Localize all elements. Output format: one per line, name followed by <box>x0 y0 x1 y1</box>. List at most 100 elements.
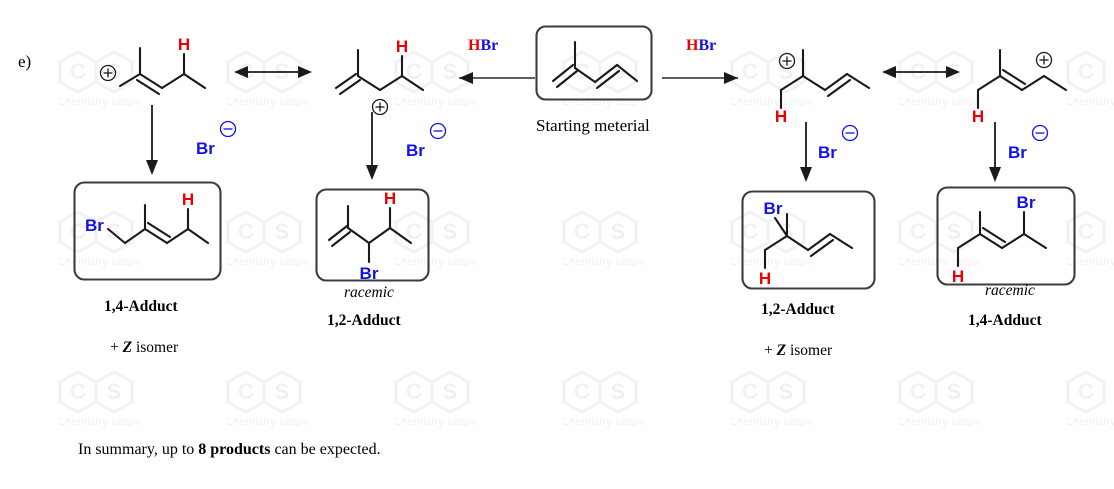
down-arrow-glyph <box>366 112 378 180</box>
cation-1-structure: H <box>99 35 207 96</box>
svg-text:S: S <box>107 379 122 404</box>
arrowhead-icon <box>234 66 248 78</box>
svg-text:C: C <box>1078 219 1094 244</box>
atom-br-label: Br <box>1017 193 1036 212</box>
atom-br-label: Br <box>85 216 104 235</box>
br-anion-3-glyph: Br <box>818 124 859 162</box>
starting-material-label: Starting meterial <box>536 116 650 135</box>
svg-text:S: S <box>611 219 626 244</box>
watermark-label: Chemistry Steps <box>226 96 308 108</box>
br-anion-1-glyph: Br <box>196 120 237 158</box>
atom-h-label: H <box>972 107 984 126</box>
hbr-h-atom: H <box>468 37 481 54</box>
plus-charge-icon <box>778 52 796 70</box>
reaction-arrow-left <box>443 68 538 93</box>
plus-charge-icon <box>371 98 389 116</box>
svg-text:S: S <box>443 379 458 404</box>
watermark-label: Chemistry Steps <box>394 96 476 108</box>
svg-text:S: S <box>443 219 458 244</box>
atom-br-label: Br <box>406 141 425 160</box>
minus-charge-icon <box>841 124 859 142</box>
watermark-label: Chemistry Steps <box>562 256 644 268</box>
svg-text:C: C <box>742 59 758 84</box>
arrowhead-icon <box>882 66 896 78</box>
product-box-1: Br H <box>73 181 222 286</box>
nucleophile-arrow-1 <box>142 105 162 182</box>
bond-lines <box>956 210 1048 268</box>
intermediate-cation-4: H <box>950 28 1095 126</box>
arrow-left-glyph <box>459 72 535 84</box>
svg-text:C: C <box>910 379 926 404</box>
summary-highlight: 8 products <box>198 441 271 458</box>
svg-text:C: C <box>574 59 590 84</box>
watermark-label: Chemistry Steps <box>1066 416 1114 428</box>
structure-frame <box>535 25 653 101</box>
intermediate-cation-3: H <box>757 28 897 126</box>
atom-h-label: H <box>759 269 771 288</box>
structure-frame <box>73 181 222 281</box>
atom-h-label: H <box>952 267 964 286</box>
plus-charge-icon <box>99 64 117 82</box>
product-box-4: Br H <box>936 186 1076 291</box>
nucleophile-br-anion-3: Br <box>818 122 864 169</box>
starting-material-structure <box>535 25 653 101</box>
bond-lines <box>327 204 413 264</box>
svg-text:C: C <box>238 219 254 244</box>
nucleophile-br-anion-1: Br <box>196 118 242 165</box>
arrowhead-icon <box>989 167 1001 182</box>
atom-br-label: Br <box>360 264 379 283</box>
reaction-arrow-right <box>660 68 755 93</box>
watermark-label: Chemistry Steps <box>58 96 140 108</box>
atom-h-label: H <box>775 107 787 126</box>
bond-lines <box>976 48 1068 110</box>
svg-text:S: S <box>275 219 290 244</box>
arrowhead-icon <box>459 72 473 84</box>
svg-text:C: C <box>70 379 86 404</box>
atom-br-label: Br <box>818 143 837 162</box>
nucleophile-arrow-3 <box>796 122 816 189</box>
extra-note-suffix: isomer <box>132 339 179 356</box>
product-2-title: 1,2-Adduct <box>327 312 401 329</box>
starting-material-box <box>535 25 653 108</box>
bond-lines <box>118 46 207 96</box>
product-box-3: Br H <box>741 190 876 295</box>
down-arrow-glyph <box>800 122 812 182</box>
watermark-label: Chemistry Steps <box>1066 256 1114 268</box>
bond-lines <box>106 203 210 245</box>
product-2-structure: Br H <box>315 188 430 283</box>
structure-frame <box>315 188 430 282</box>
atom-br-label: Br <box>764 199 783 218</box>
summary-prefix: In summary, up to <box>78 441 199 458</box>
bond-lines <box>334 48 425 96</box>
svg-text:C: C <box>406 59 422 84</box>
arrowhead-icon <box>724 72 738 84</box>
atom-h-label: H <box>384 189 396 208</box>
extra-note-stereo: Z <box>122 339 133 356</box>
down-arrow-glyph <box>146 105 158 175</box>
product-4-structure: Br H <box>936 186 1076 286</box>
minus-charge-icon <box>429 122 447 140</box>
br-anion-4-glyph: Br <box>1008 124 1049 162</box>
arrowhead-icon <box>146 160 158 175</box>
cation-4-structure: H <box>972 48 1068 126</box>
product-4-title: 1,4-Adduct <box>968 312 1042 329</box>
extra-note-stereo: Z <box>776 342 787 359</box>
bond-lines <box>763 212 854 270</box>
cation-2-structure: H <box>334 37 425 116</box>
resonance-arrow-right <box>880 62 962 87</box>
nucleophile-arrow-4 <box>985 122 1005 189</box>
product-3-title: 1,2-Adduct <box>761 301 835 318</box>
svg-text:S: S <box>443 59 458 84</box>
watermark-label: Chemistry Steps <box>226 416 308 428</box>
hbr-br-atom: Br <box>698 37 717 54</box>
minus-charge-icon <box>219 120 237 138</box>
atom-br-label: Br <box>196 139 215 158</box>
watermark-label: Chemistry Steps <box>730 96 812 108</box>
nucleophile-br-anion-4: Br <box>1008 122 1054 169</box>
svg-text:S: S <box>275 379 290 404</box>
reagent-hbr-right: HBr <box>686 37 716 55</box>
atom-h-label: H <box>178 35 190 54</box>
watermark-label: Chemistry Steps <box>730 416 812 428</box>
